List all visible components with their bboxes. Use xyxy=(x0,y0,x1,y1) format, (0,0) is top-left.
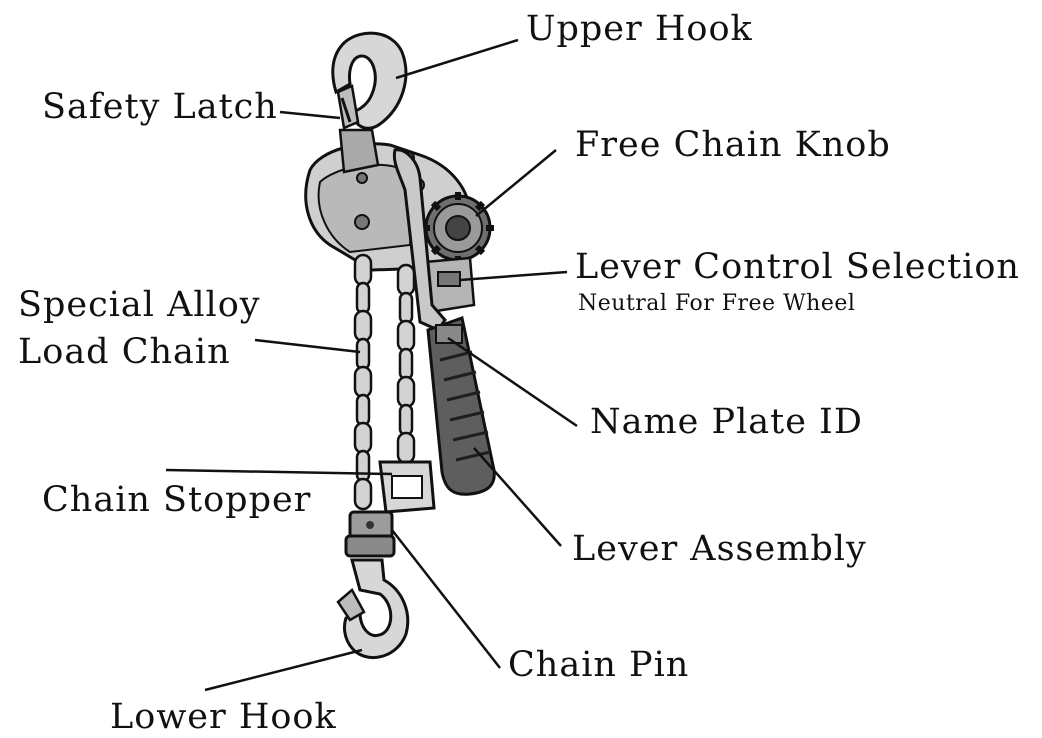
label-free-chain-knob: Free Chain Knob xyxy=(575,128,891,163)
label-lever-assembly: Lever Assembly xyxy=(572,532,867,567)
chain-pin-drawing xyxy=(346,512,394,556)
leader-lever-assembly xyxy=(474,448,561,546)
label-safety-latch: Safety Latch xyxy=(42,90,278,125)
leader-lower-hook xyxy=(205,650,362,690)
upper-hook-drawing xyxy=(333,33,406,128)
label-lower-hook: Lower Hook xyxy=(110,700,337,735)
leader-free-chain-knob xyxy=(476,150,556,216)
leader-safety-latch xyxy=(280,112,340,118)
label-chain-pin: Chain Pin xyxy=(508,648,689,683)
label-load-chain: Load Chain xyxy=(18,335,231,370)
label-name-plate-id: Name Plate ID xyxy=(590,405,863,440)
label-special-alloy: Special Alloy xyxy=(18,288,261,323)
leader-chain-pin xyxy=(392,530,500,668)
label-chain-stopper: Chain Stopper xyxy=(42,483,311,518)
lower-hook-drawing xyxy=(338,560,408,658)
chain-stopper-drawing xyxy=(380,462,434,512)
label-upper-hook: Upper Hook xyxy=(526,12,753,47)
leader-load-chain xyxy=(255,340,360,352)
label-lever-control-selection: Lever Control Selection xyxy=(575,250,1020,285)
leader-upper-hook xyxy=(396,40,518,78)
label-lever-control-note: Neutral For Free Wheel xyxy=(578,293,855,315)
leader-lever-control xyxy=(460,272,567,280)
